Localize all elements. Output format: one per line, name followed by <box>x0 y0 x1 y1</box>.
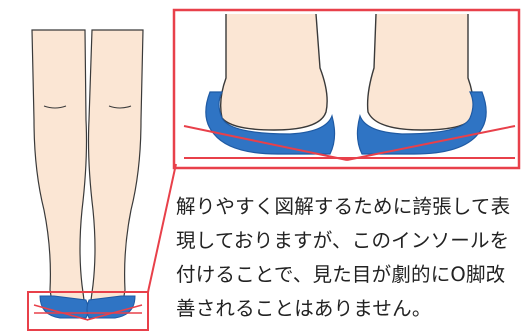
disclaimer-note: 解りやすく図解するために誇張して表 現しておりますが、このインソールを 付けるこ… <box>176 190 523 326</box>
zoom-frame-small <box>27 291 149 331</box>
left-knee-line <box>43 105 67 109</box>
note-line-4: 善されることはありません。 <box>176 297 432 320</box>
note-line-1: 解りやすく図解するために誇張して表 <box>176 195 511 218</box>
note-line-3: 付けることで、見た目が劇的にO脚改 <box>176 263 506 286</box>
left-heel <box>219 13 328 131</box>
right-knee-line <box>108 105 132 109</box>
right-insole <box>86 295 136 319</box>
left-insole <box>39 295 89 319</box>
legs-illustration <box>27 29 149 331</box>
right-tilt-line-closeup <box>346 125 516 161</box>
left-tilt-line-closeup <box>183 125 348 161</box>
left-insole-closeup <box>205 91 336 155</box>
right-leg <box>87 29 144 305</box>
heel-closeup-illustration <box>172 8 521 170</box>
left-leg <box>31 29 88 305</box>
right-heel <box>366 13 475 131</box>
zoom-frame-large <box>172 8 521 170</box>
note-line-2: 現しておりますが、このインソールを <box>176 229 510 252</box>
